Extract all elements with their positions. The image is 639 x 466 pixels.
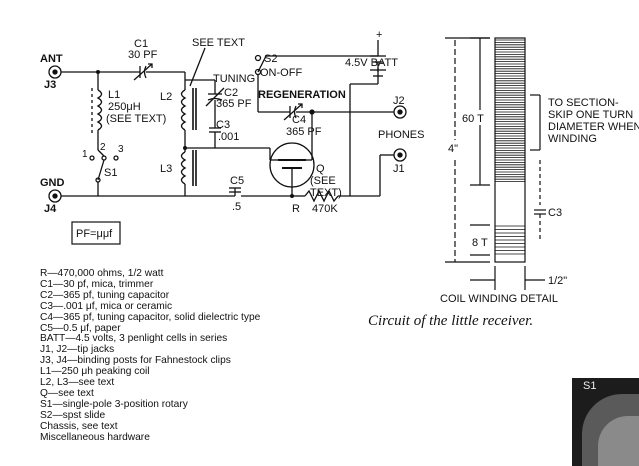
pf-note-text: PF=μμf: [76, 228, 113, 240]
label-l1-value: 250μH: [108, 101, 141, 113]
parts-list-item: Q—see text: [40, 387, 94, 399]
note-line-3: DIAMETER WHEN: [548, 121, 639, 133]
parts-list-item: S2—spst slide: [40, 409, 106, 421]
label-r: R: [292, 203, 300, 215]
label-q-see: (SEE: [310, 175, 336, 187]
parts-list-item: J3, J4—binding posts for Fahnestock clip…: [40, 355, 231, 367]
label-s1: S1: [104, 167, 117, 179]
parts-list-item: C2—365 pf, tuning capacitor: [40, 289, 170, 301]
coil-l2: [180, 89, 187, 131]
label-8t: 8 T: [472, 237, 488, 249]
label-c5: C5: [230, 175, 244, 187]
label-c4-value: 365 PF: [286, 126, 322, 138]
label-s2-desc: ON-OFF: [260, 67, 302, 79]
label-coil-c3: C3: [548, 207, 562, 219]
label-c2-value: 365 PF: [216, 98, 252, 110]
switch-s1-arm: [97, 159, 105, 181]
label-batt-plus: +: [376, 29, 382, 41]
label-j2: J2: [393, 95, 405, 107]
resistor-r: [304, 189, 339, 203]
label-j4: J4: [44, 203, 57, 215]
coil-l1: [96, 89, 103, 131]
switch-s2-arm: [257, 55, 267, 73]
label-see-text: SEE TEXT: [192, 37, 245, 49]
parts-list-item: C1—30 pf, mica, trimmer: [40, 278, 154, 290]
label-l3: L3: [160, 163, 172, 175]
label-s1-pos1: 1: [82, 149, 88, 160]
label-c2: C2: [224, 87, 238, 99]
parts-list-item: L1—250 μh peaking coil: [40, 366, 150, 378]
label-c3-value: .001: [218, 131, 239, 143]
parts-list-item: L2, L3—see text: [40, 377, 115, 389]
label-r-value: 470K: [312, 203, 338, 215]
photo-label-s1: S1: [583, 380, 597, 392]
label-ant: ANT: [40, 53, 63, 65]
parts-list-item: BATT—4.5 volts, 3 penlight cells in seri…: [40, 333, 228, 345]
label-phones: PHONES: [378, 129, 424, 141]
phones-jack-j2: [393, 105, 407, 119]
label-60t: 60 T: [462, 113, 484, 125]
label-c4: C4: [292, 114, 306, 126]
parts-list-item: J1, J2—tip jacks: [40, 344, 115, 356]
parts-list-item: Chassis, see text: [40, 420, 118, 432]
parts-list-item: C4—365 pf, tuning capacitor, solid diele…: [40, 311, 261, 323]
label-l2: L2: [160, 91, 172, 103]
label-height: 4": [448, 143, 458, 155]
label-c3: C3: [216, 119, 230, 131]
label-tuning: TUNING: [213, 73, 255, 85]
label-j1: J1: [393, 163, 405, 175]
coil-detail-title: COIL WINDING DETAIL: [440, 293, 558, 305]
parts-list-item: C3—.001 μf, mica or ceramic: [40, 300, 173, 312]
coil-l3: [180, 151, 187, 185]
note-line-2: SKIP ONE TURN: [548, 109, 633, 121]
label-c5-value: .5: [232, 201, 241, 213]
label-c1-value: 30 PF: [128, 49, 158, 61]
label-gnd: GND: [40, 177, 65, 189]
label-q-text: TEXT): [310, 187, 342, 199]
label-l1: L1: [108, 89, 120, 101]
parts-list-item: C5—0.5 μf, paper: [40, 322, 121, 334]
label-s1-pos3: 3: [118, 144, 124, 155]
parts-list-item: R—470,000 ohms, 1/2 watt: [40, 268, 164, 279]
winding-60t: [495, 39, 525, 183]
figure-caption: Circuit of the little receiver.: [368, 313, 534, 329]
label-s1-pos2: 2: [100, 142, 106, 153]
label-width: 1/2": [548, 275, 567, 287]
note-line-4: WINDING: [548, 133, 597, 145]
label-c1: C1: [134, 38, 148, 50]
label-q: Q: [316, 163, 325, 175]
label-batt: 4.5V BATT: [345, 57, 398, 69]
label-l1-see: (SEE TEXT): [106, 113, 166, 125]
parts-list-item: Miscellaneous hardware: [40, 431, 150, 443]
winding-8t: [495, 225, 525, 255]
label-regeneration: REGENERATION: [258, 89, 346, 101]
label-s2: S2: [264, 53, 277, 65]
pf-note-box: [71, 221, 121, 245]
photo-fragment: [572, 378, 639, 466]
parts-list-item: S1—single-pole 3-position rotary: [40, 398, 188, 410]
note-line-1: TO SECTION-: [548, 97, 619, 109]
label-j3: J3: [44, 79, 56, 91]
